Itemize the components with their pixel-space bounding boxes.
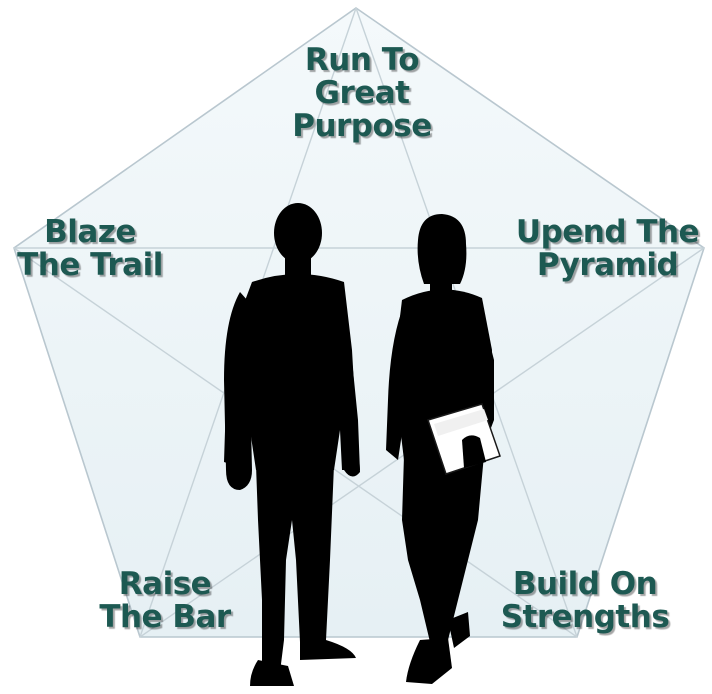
folder-icon	[427, 403, 501, 475]
woman-silhouette	[386, 214, 494, 684]
pentagon-outline	[13, 7, 705, 638]
label-blaze-the-trail: Blaze The Trail	[10, 216, 170, 282]
label-raise-the-bar: Raise The Bar	[80, 568, 250, 634]
label-upend-the-pyramid: Upend The Pyramid	[505, 216, 710, 282]
label-line: Upend The	[515, 214, 700, 250]
label-line: Build On	[512, 566, 658, 602]
label-line: The Trail	[17, 247, 163, 283]
label-line: Great	[314, 75, 411, 111]
label-run-to-great-purpose: Run To Great Purpose	[262, 44, 462, 143]
label-line: Run To	[304, 42, 420, 78]
label-line: Pyramid	[536, 247, 679, 283]
label-build-on-strengths: Build On Strengths	[485, 568, 685, 634]
label-line: The Bar	[99, 599, 231, 635]
man-silhouette	[224, 203, 360, 686]
label-line: Raise	[118, 566, 212, 602]
label-line: Strengths	[500, 599, 670, 635]
label-line: Purpose	[292, 108, 432, 144]
label-line: Blaze	[44, 214, 136, 250]
